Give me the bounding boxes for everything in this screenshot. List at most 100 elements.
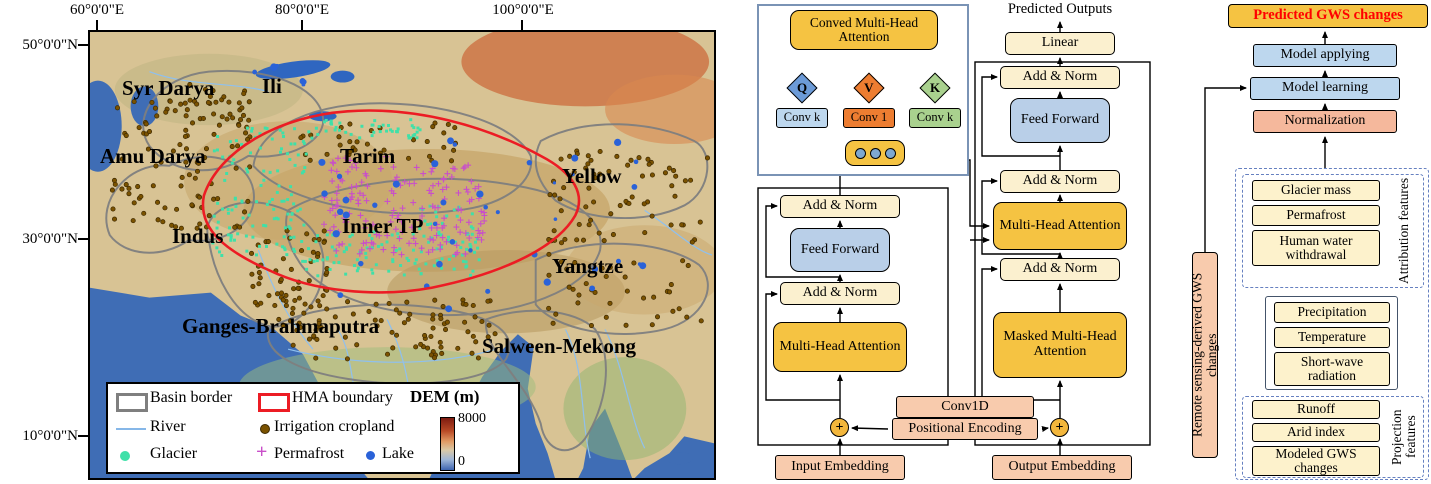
conv-k-left-box: Conv k: [776, 108, 828, 128]
x-tickmark-60E: [96, 20, 98, 30]
glacier-mass-box: Glacier mass: [1252, 180, 1380, 201]
q-label: Q: [796, 80, 808, 95]
attribution-features-label: Attribution features: [1395, 177, 1411, 285]
modeled-gws-changes-box: Modeled GWS changes: [1252, 446, 1380, 476]
legend-permafrost: Permafrost: [274, 445, 345, 462]
label-inner-tp: Inner TP: [342, 214, 424, 238]
permafrost-box: Permafrost: [1252, 205, 1380, 226]
y-tick-10N: 10°0'0"N: [22, 428, 78, 444]
lake-markers: [252, 63, 647, 313]
legend-lake: Lake: [382, 445, 414, 462]
label-yangtze: Yangtze: [552, 254, 624, 278]
token-sequence-box: [845, 140, 905, 166]
v-label: V: [864, 79, 874, 95]
label-salween-mekong: Salween-Mekong: [482, 334, 636, 358]
encoder-mha-box: Multi-Head Attention: [773, 322, 907, 372]
glacier-markers: [211, 118, 481, 278]
legend-dem-title: DEM (m): [410, 387, 480, 406]
encoder-add-norm-bottom: Add & Norm: [780, 282, 900, 305]
dem-min-label: 0: [458, 454, 465, 469]
x-tick-60E: 60°0'0"E: [70, 2, 124, 18]
projection-group: [1242, 396, 1424, 478]
hma-boundary-swatch: [258, 393, 290, 412]
irrigation-dot-swatch: [260, 424, 270, 434]
decoder-add-norm-2: Add & Norm: [1000, 170, 1120, 193]
token-circle: [884, 147, 896, 159]
dem-basemap: [90, 32, 714, 478]
remote-sensing-gws-box: Remote sensing-derived GWS changes: [1190, 252, 1219, 458]
map-frame: Syr Darya Ili Amu Darya Tarim Indus Inne…: [88, 30, 716, 480]
model-applying-box: Model applying: [1253, 44, 1397, 67]
input-embedding-box: Input Embedding: [775, 455, 905, 480]
conv1d-box: Conv1D: [896, 396, 1034, 418]
human-water-withdrawal-box: Human water withdrawal: [1252, 230, 1380, 266]
basin-border-swatch: [116, 393, 148, 412]
arid-index-box: Arid index: [1252, 423, 1380, 442]
workflow-panel: Predicted GWS changes Model applying Mod…: [1180, 0, 1431, 484]
legend-basin-border: Basin border: [150, 389, 233, 406]
output-embedding-box: Output Embedding: [992, 455, 1132, 480]
x-tick-100E: 100°0'0"E: [492, 2, 554, 18]
attribution-group: [1242, 174, 1424, 288]
label-amu-darya: Amu Darya: [100, 144, 206, 168]
river-line-swatch: [116, 428, 146, 430]
legend-glacier: Glacier: [150, 445, 198, 462]
transformer-panel: Conved Multi-Head Attention Q V K Conv k…: [730, 0, 1180, 484]
map-panel: 60°0'0"E 80°0'0"E 100°0'0"E 50°0'0"N 30°…: [22, 2, 716, 480]
legend-river: River: [150, 418, 186, 435]
permafrost-markers: [321, 153, 488, 258]
precipitation-box: Precipitation: [1274, 302, 1390, 323]
decoder-mha-box: Multi-Head Attention: [993, 202, 1127, 250]
predicted-outputs-label: Predicted Outputs: [1007, 1, 1113, 17]
encoder-feed-forward: Feed Forward: [790, 228, 890, 272]
label-indus: Indus: [172, 224, 224, 248]
masked-mha-box: Masked Multi-Head Attention: [993, 312, 1127, 378]
lake-dot-swatch: [366, 451, 375, 460]
decoder-add-norm-1: Add & Norm: [1000, 66, 1120, 89]
linear-box: Linear: [1005, 32, 1115, 55]
token-circles: [854, 147, 896, 159]
label-syr-darya: Syr Darya: [122, 76, 215, 100]
legend-hma-boundary: HMA boundary: [292, 389, 393, 406]
dem-max-label: 8000: [458, 411, 486, 426]
encoder-add-symbol: +: [830, 418, 849, 437]
y-tick-30N: 30°0'0"N: [22, 231, 78, 247]
label-ili: Ili: [262, 74, 282, 98]
token-circle: [854, 147, 866, 159]
label-yellow: Yellow: [562, 164, 622, 188]
hma-boundary-line: [201, 109, 581, 294]
x-tick-80E: 80°0'0"E: [275, 2, 329, 18]
label-tarim: Tarim: [340, 144, 396, 168]
permafrost-plus-swatch: +: [256, 441, 268, 463]
positional-encoding-box: Positional Encoding: [892, 418, 1038, 440]
token-circle: [869, 147, 881, 159]
encoder-add-norm-top: Add & Norm: [780, 195, 900, 218]
conv-k-right-box: Conv k: [909, 108, 961, 128]
decoder-feed-forward: Feed Forward: [1010, 98, 1110, 143]
y-tickmark-10N: [78, 435, 88, 437]
predicted-gws-box: Predicted GWS changes: [1228, 4, 1428, 28]
temperature-box: Temperature: [1274, 327, 1390, 348]
conv-1-box: Conv 1: [843, 108, 895, 128]
short-wave-radiation-box: Short-wave radiation: [1274, 352, 1390, 386]
dem-colorbar: [440, 417, 455, 471]
normalization-box: Normalization: [1253, 110, 1397, 133]
y-tickmark-30N: [78, 238, 88, 240]
runoff-box: Runoff: [1252, 400, 1380, 419]
k-label: K: [929, 80, 941, 95]
decoder-add-symbol: +: [1050, 418, 1069, 437]
y-tickmark-50N: [78, 44, 88, 46]
x-tickmark-80E: [301, 20, 303, 30]
forcing-group: [1265, 296, 1398, 390]
decoder-add-norm-3: Add & Norm: [1000, 258, 1120, 281]
y-tick-50N: 50°0'0"N: [22, 37, 78, 53]
map-legend: Basin border HMA boundary DEM (m) River …: [106, 382, 520, 474]
projection-features-label: Projection features: [1388, 409, 1418, 465]
basin-borders: [105, 69, 709, 452]
conved-mha-box: Conved Multi-Head Attention: [790, 10, 938, 50]
model-learning-box: Model learning: [1250, 77, 1400, 100]
glacier-dot-swatch: [120, 451, 130, 461]
label-ganges-brahmaputra: Ganges-Brahmaputra: [182, 314, 380, 338]
x-tickmark-100E: [521, 20, 523, 30]
